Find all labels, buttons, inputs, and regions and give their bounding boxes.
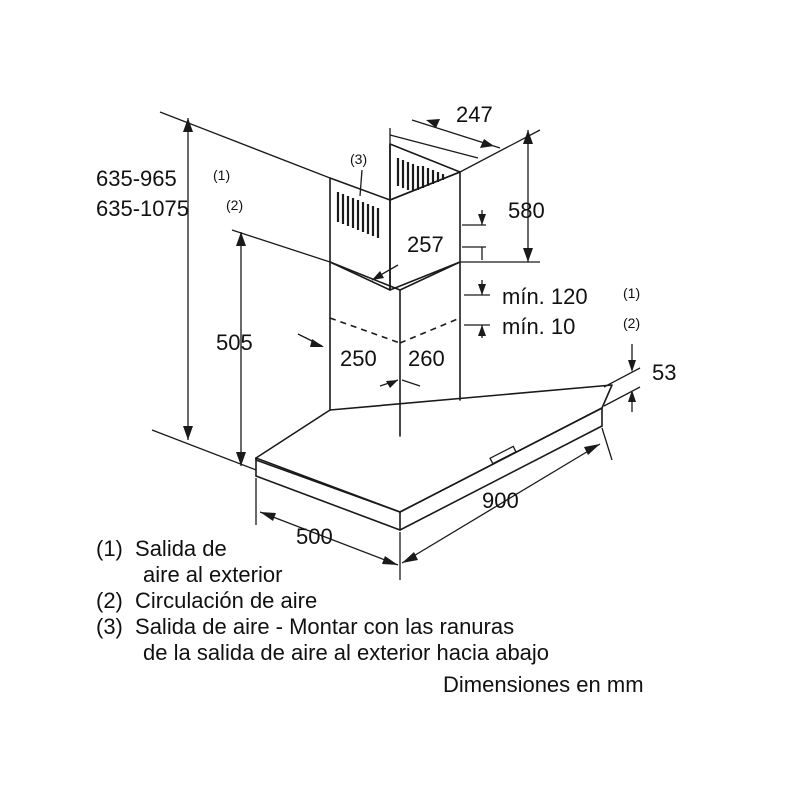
total-height-2-label: 635-1075	[96, 196, 189, 221]
outlet-leader-line	[359, 169, 363, 197]
legend-1: (1) Salida de	[96, 536, 227, 562]
chimney-lower-width-label: 250	[340, 346, 377, 371]
canopy	[255, 384, 613, 531]
legend-1-text-a: Salida de	[135, 536, 227, 561]
legend-2-text: Circulación de aire	[135, 588, 318, 613]
legend-2-num: (2)	[96, 588, 123, 613]
lower-height-label: 505	[216, 330, 253, 355]
chimney-upper-depth-label: 257	[407, 232, 444, 257]
total-height-1-label: 635-965	[96, 166, 177, 191]
min-gap-1-ref: (1)	[623, 285, 640, 301]
total-height-1-ref: (1)	[213, 167, 230, 183]
canopy-width-label: 900	[482, 488, 519, 513]
min-gap-1-label: mín. 120	[502, 284, 588, 309]
total-height-2-ref: (2)	[226, 197, 243, 213]
min-gap-2-ref: (2)	[623, 315, 640, 331]
legend-1-num: (1)	[96, 536, 123, 561]
outlet-ref-label: (3)	[350, 151, 367, 167]
control-panel-icon	[489, 445, 517, 465]
units-note: Dimensiones en mm	[443, 672, 644, 697]
chimney-width-label: 247	[456, 102, 493, 127]
min-gap-2-label: mín. 10	[502, 314, 575, 339]
legend-3-text-b: de la salida de aire al exterior hacia a…	[143, 640, 550, 665]
legend-3-num: (3)	[96, 614, 123, 639]
legend-2: (2) Circulación de aire	[96, 588, 317, 614]
legend-1-text-b: aire al exterior	[143, 562, 283, 587]
dimension-lines	[151, 111, 641, 580]
legend-3: (3) Salida de aire - Montar con las ranu…	[96, 614, 514, 640]
canopy-thickness-label: 53	[652, 360, 676, 385]
air-outlet-right-icon	[396, 158, 445, 190]
chimney-upper-height-label: 580	[508, 198, 545, 223]
air-outlet-left-icon	[336, 192, 380, 238]
chimney-lower-depth-label: 260	[408, 346, 445, 371]
dimension-labels: 635-965 (1) 635-1075 (2) 247 580 257 (3)…	[96, 102, 676, 549]
legend-3-text-a: Salida de aire - Montar con las ranuras	[135, 614, 515, 639]
canopy-depth-label: 500	[296, 524, 333, 549]
